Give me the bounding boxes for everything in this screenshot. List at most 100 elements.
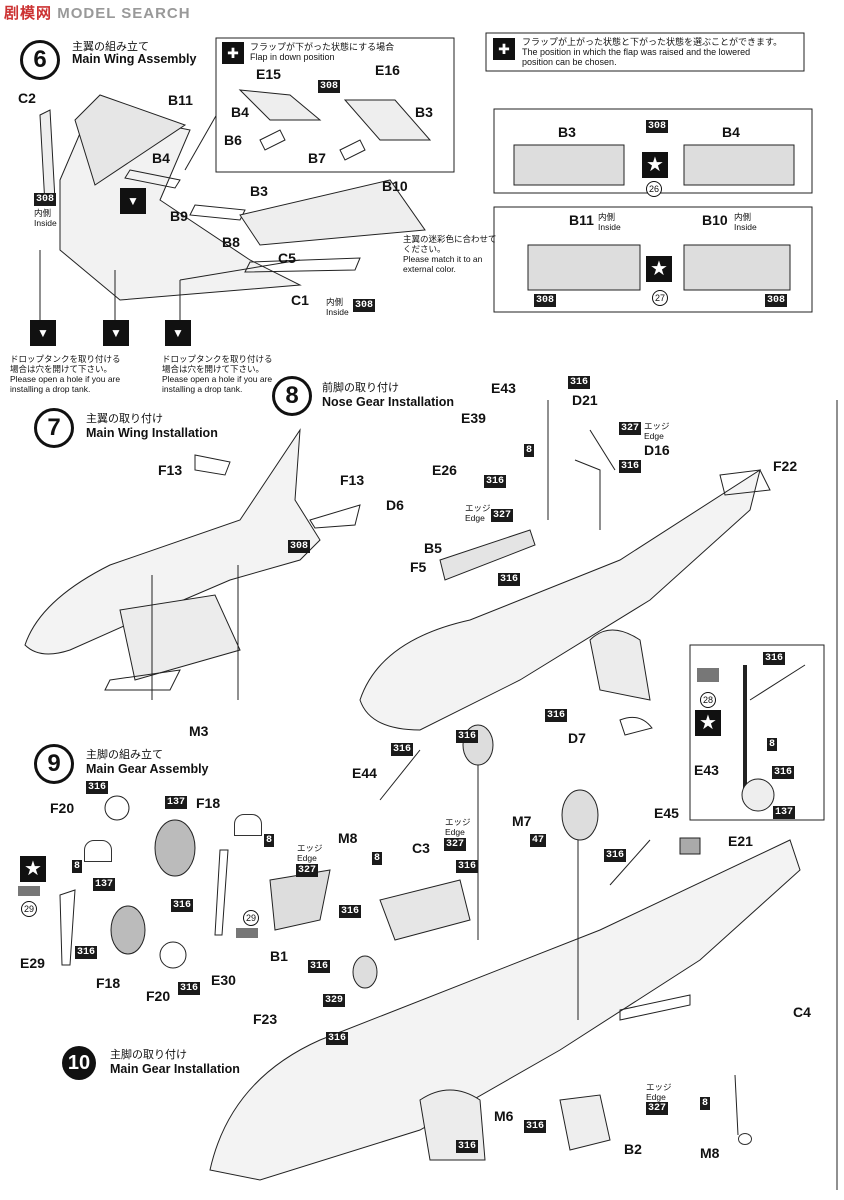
color-badge: 327	[646, 1102, 669, 1115]
drill-icon: ▼	[30, 320, 56, 346]
step-10-number: 10	[62, 1046, 96, 1080]
color-badge: 308	[353, 299, 376, 312]
part-label: C2	[18, 90, 36, 106]
ref-circle: 27	[652, 290, 668, 306]
color-badge: 316	[456, 730, 479, 743]
drill-icon: ▼	[103, 320, 129, 346]
color-badge: 316	[456, 860, 479, 873]
color-badge: 8	[372, 852, 383, 865]
drop-tank-note: ドロップタンクを取り付ける場合は穴を開けて下さい。Please open a h…	[10, 354, 121, 394]
ref-circle: 29	[243, 910, 259, 926]
part-label: F13	[158, 462, 183, 478]
part-label: B4	[231, 104, 249, 120]
part-label: E21	[728, 833, 753, 849]
color-badge: 308	[646, 120, 669, 133]
part-label: B11	[168, 92, 193, 108]
color-badge: 316	[456, 1140, 479, 1153]
option-icon: ✚	[493, 38, 515, 60]
part-label: E16	[375, 62, 400, 78]
step-9-title-en: Main Gear Assembly	[86, 762, 209, 776]
star-icon: ★	[20, 856, 46, 882]
step-7-title-en: Main Wing Installation	[86, 426, 218, 440]
step-8-title-en: Nose Gear Installation	[322, 395, 454, 409]
ref-circle: 28	[700, 692, 716, 708]
decal-swatch-icon	[18, 886, 40, 896]
color-badge: 316	[545, 709, 568, 722]
color-badge: 316	[498, 573, 521, 586]
part-label: B1	[270, 948, 288, 964]
color-badge: 316	[326, 1032, 349, 1045]
color-badge: 316	[524, 1120, 547, 1133]
part-label: C3	[412, 840, 430, 856]
color-badge: 308	[288, 540, 311, 553]
part-label: E30	[211, 972, 236, 988]
part-label: M8	[338, 830, 358, 846]
color-badge: 327	[444, 838, 467, 851]
color-badge: 316	[308, 960, 331, 973]
part-label: B9	[170, 208, 188, 224]
part-label: D21	[572, 392, 598, 408]
step-9-number: 9	[34, 744, 74, 784]
color-badge: 316	[484, 475, 507, 488]
part-label: B10	[702, 212, 728, 228]
part-label: B4	[152, 150, 170, 166]
color-badge: 308	[318, 80, 341, 93]
step-7-number: 7	[34, 408, 74, 448]
part-label: B5	[424, 540, 442, 556]
step-6-title-ja: 主翼の組み立て	[72, 41, 149, 53]
part-label: F23	[253, 1011, 278, 1027]
step-10-title-en: Main Gear Installation	[110, 1062, 240, 1076]
ref-circle: 29	[21, 901, 37, 917]
color-badge: 316	[178, 982, 201, 995]
color-badge: 308	[34, 193, 57, 206]
gauge-icon	[234, 814, 262, 836]
part-label: F5	[410, 559, 427, 575]
part-label: M3	[189, 723, 209, 739]
color-badge: 316	[75, 946, 98, 959]
decal-swatch-icon	[236, 928, 258, 938]
color-badge: 8	[264, 834, 275, 847]
part-label: F22	[773, 458, 798, 474]
part-label: E29	[20, 955, 45, 971]
part-label: E39	[461, 410, 486, 426]
part-label: F18	[196, 795, 221, 811]
color-badge: 327	[491, 509, 514, 522]
watermark: 剧模网 MODEL SEARCH	[4, 5, 191, 22]
star-icon: ★	[646, 256, 672, 282]
flap-position-note: フラップが上がった状態と下がった状態を選ぶことができます。The positio…	[522, 37, 783, 67]
color-badge: 8	[72, 860, 83, 873]
part-label: B8	[222, 234, 240, 250]
part-label: F18	[96, 975, 121, 991]
decal-swatch-icon	[697, 668, 719, 682]
color-badge: 327	[619, 422, 642, 435]
part-label: B11	[569, 212, 594, 228]
color-badge: 316	[339, 905, 362, 918]
part-label: F13	[340, 472, 365, 488]
color-badge: 316	[763, 652, 786, 665]
step-8-title-ja: 前脚の取り付け	[322, 382, 399, 394]
color-badge: 308	[534, 294, 557, 307]
color-badge: 329	[323, 994, 346, 1007]
part-label: E44	[352, 765, 377, 781]
color-badge: 316	[772, 766, 795, 779]
step-10-title-ja: 主脚の取り付け	[110, 1049, 187, 1061]
color-badge: 137	[93, 878, 116, 891]
step-9-title-ja: 主脚の組み立て	[86, 749, 163, 761]
color-badge: 316	[171, 899, 194, 912]
part-label: F20	[50, 800, 75, 816]
part-label: B2	[624, 1141, 642, 1157]
gauge-icon	[84, 840, 112, 862]
step-7-title-ja: 主翼の取り付け	[86, 413, 163, 425]
part-label: C4	[793, 1004, 811, 1020]
part-m8-shape	[738, 1133, 752, 1145]
color-badge: 316	[86, 781, 109, 794]
part-label: E26	[432, 462, 457, 478]
